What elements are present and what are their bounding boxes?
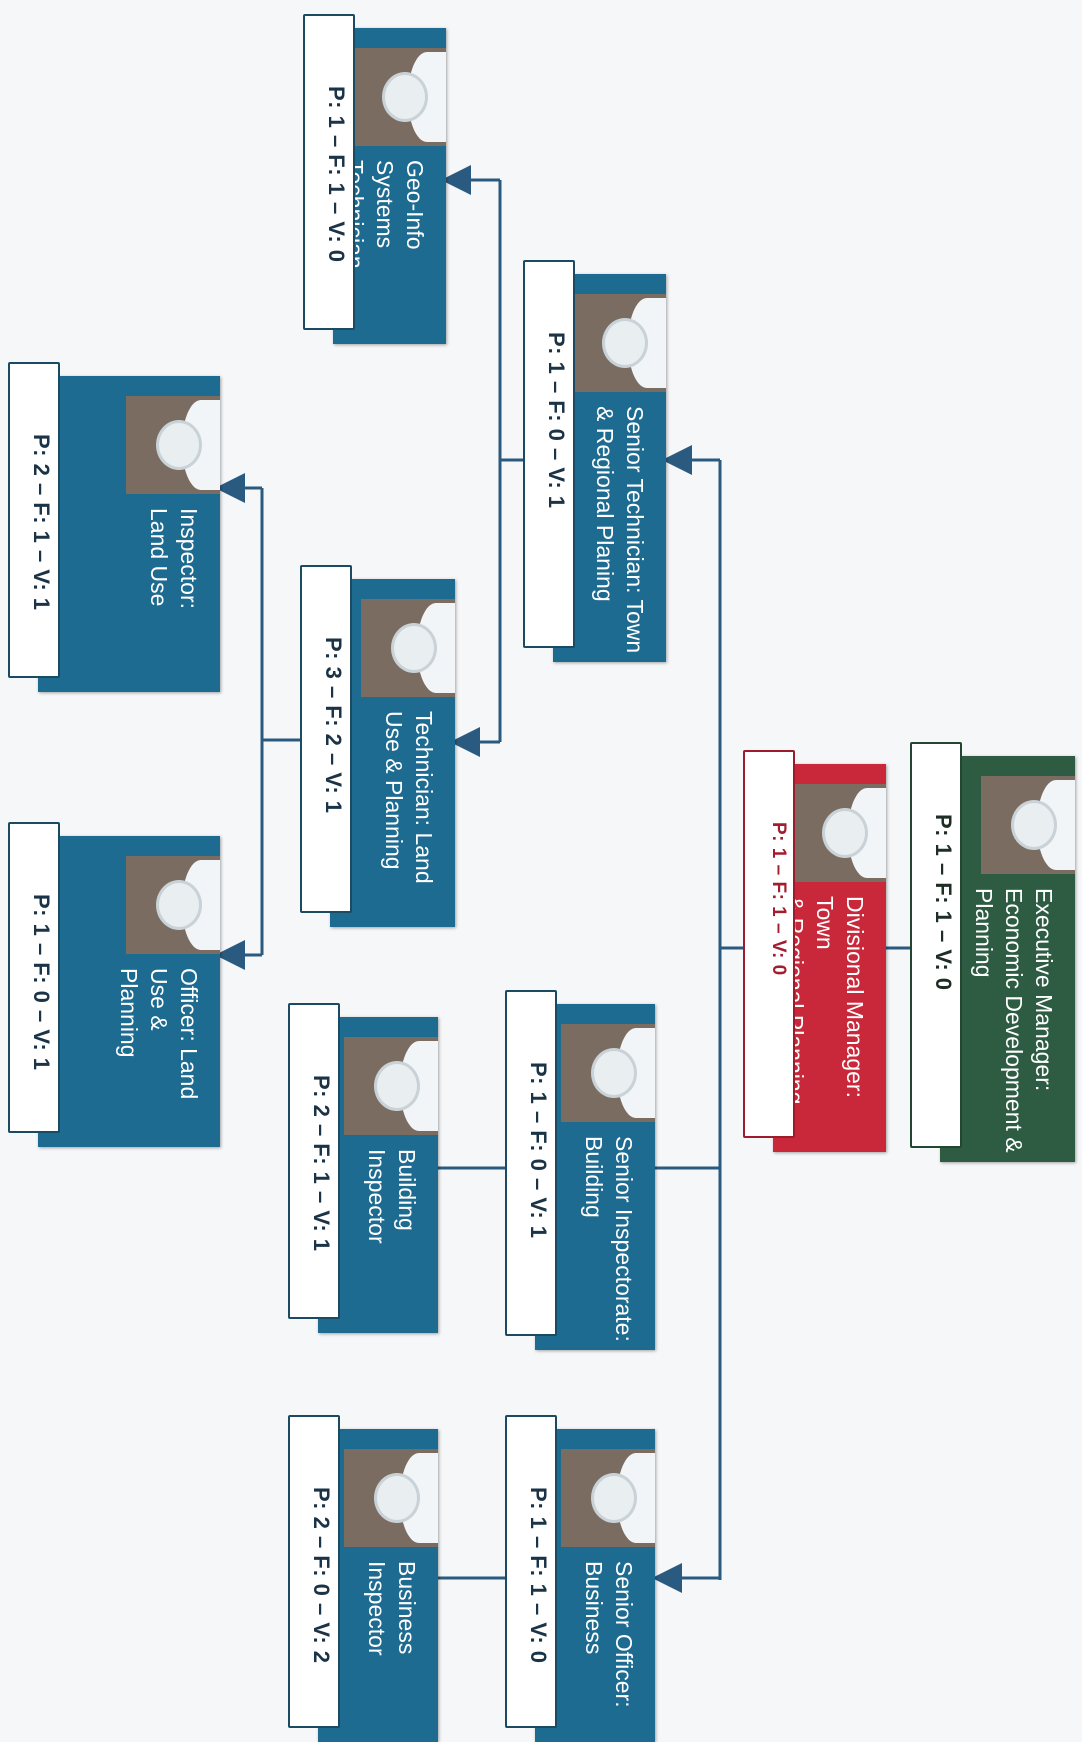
person-silhouette-icon <box>344 1449 438 1547</box>
silhouette-head <box>374 1061 420 1111</box>
headcount-tab: P: 1 – F: 0 – V: 1 <box>505 990 557 1336</box>
position-card-bus-insp[interactable]: Business Inspector P: 2 – F: 0 – V: 2 <box>288 1415 438 1742</box>
person-silhouette-icon <box>561 1024 655 1122</box>
headcount-tab: P: 3 – F: 2 – V: 1 <box>300 565 352 913</box>
silhouette-head <box>822 808 868 858</box>
silhouette-head <box>1011 800 1057 850</box>
headcount-stats: P: 2 – F: 0 – V: 2 <box>309 1487 334 1664</box>
position-title: Executive Manager: Economic Development … <box>971 888 1057 1153</box>
person-silhouette-icon <box>792 784 886 882</box>
position-card-bld-insp[interactable]: Building Inspector P: 2 – F: 1 – V: 1 <box>288 1003 438 1333</box>
person-silhouette-icon <box>561 1449 655 1547</box>
silhouette-head <box>156 420 202 470</box>
silhouette-head <box>591 1048 637 1098</box>
person-silhouette-icon <box>352 48 446 146</box>
position-card-tech-land[interactable]: Technician: Land Use & Planning P: 3 – F:… <box>300 565 455 927</box>
headcount-tab: P: 1 – F: 0 – V: 1 <box>523 260 575 648</box>
position-card-div[interactable]: Divisional Manager: Town & Regional Plan… <box>743 750 886 1152</box>
position-card-sr-off-bus[interactable]: Senior Officer: Business P: 1 – F: 1 – V:… <box>505 1415 655 1742</box>
headcount-stats: P: 3 – F: 2 – V: 1 <box>321 637 346 814</box>
headcount-stats: P: 2 – F: 1 – V: 1 <box>309 1075 334 1252</box>
position-card-sr-tech[interactable]: Senior Technician: Town & Regional Plani… <box>523 260 666 662</box>
person-silhouette-icon <box>361 599 455 697</box>
person-silhouette-icon <box>126 856 220 954</box>
headcount-tab: P: 2 – F: 0 – V: 2 <box>288 1415 340 1728</box>
position-card-sr-insp-bld[interactable]: Senior Inspectorate: Building P: 1 – F: 0… <box>505 990 655 1350</box>
position-title: Senior Technician: Town & Regional Plani… <box>592 406 648 654</box>
position-title: Building Inspector <box>364 1149 420 1244</box>
person-silhouette-icon <box>126 396 220 494</box>
headcount-tab: P: 1 – F: 1 – V: 0 <box>505 1415 557 1728</box>
position-card-officer-land[interactable]: Officer: Land Use & Planning P: 1 – F: 0 … <box>8 822 220 1147</box>
headcount-stats: P: 1 – F: 1 – V: 0 <box>931 814 956 991</box>
position-title: Senior Officer: Business <box>581 1561 637 1708</box>
headcount-stats: P: 2 – F: 1 – V: 1 <box>29 434 54 611</box>
card-body: Inspector: Land Use <box>38 376 220 692</box>
silhouette-head <box>156 880 202 930</box>
silhouette-head <box>374 1473 420 1523</box>
position-card-exec[interactable]: Executive Manager: Economic Development … <box>910 742 1075 1162</box>
silhouette-head <box>382 72 428 122</box>
headcount-stats: P: 1 – F: 0 – V: 1 <box>526 1062 551 1239</box>
headcount-stats: P: 1 – F: 0 – V: 1 <box>29 894 54 1071</box>
silhouette-head <box>391 623 437 673</box>
position-card-insp-land[interactable]: Inspector: Land Use P: 2 – F: 1 – V: 1 <box>8 362 220 692</box>
silhouette-head <box>602 318 648 368</box>
headcount-tab: P: 1 – F: 1 – V: 0 <box>303 14 355 330</box>
headcount-tab: P: 1 – F: 1 – V: 0 <box>743 750 795 1138</box>
person-silhouette-icon <box>572 294 666 392</box>
card-body: Officer: Land Use & Planning <box>38 836 220 1147</box>
headcount-tab: P: 2 – F: 1 – V: 1 <box>288 1003 340 1319</box>
position-title: Business Inspector <box>364 1561 420 1656</box>
headcount-tab: P: 2 – F: 1 – V: 1 <box>8 362 60 678</box>
card-body: Executive Manager: Economic Development … <box>940 756 1075 1162</box>
silhouette-head <box>591 1473 637 1523</box>
position-title: Technician: Land Use & Planning <box>381 711 437 884</box>
headcount-stats: P: 1 – F: 0 – V: 1 <box>544 332 569 509</box>
headcount-tab: P: 1 – F: 0 – V: 1 <box>8 822 60 1133</box>
headcount-stats: P: 1 – F: 1 – V: 0 <box>324 86 349 263</box>
headcount-tab: P: 1 – F: 1 – V: 0 <box>910 742 962 1148</box>
headcount-stats: P: 1 – F: 1 – V: 0 <box>768 822 789 976</box>
position-title: Officer: Land Use & Planning <box>116 968 202 1100</box>
headcount-stats: P: 1 – F: 1 – V: 0 <box>526 1487 551 1664</box>
position-title: Senior Inspectorate: Building <box>581 1136 637 1342</box>
person-silhouette-icon <box>344 1037 438 1135</box>
person-silhouette-icon <box>981 776 1075 874</box>
position-title: Inspector: Land Use <box>146 508 202 609</box>
